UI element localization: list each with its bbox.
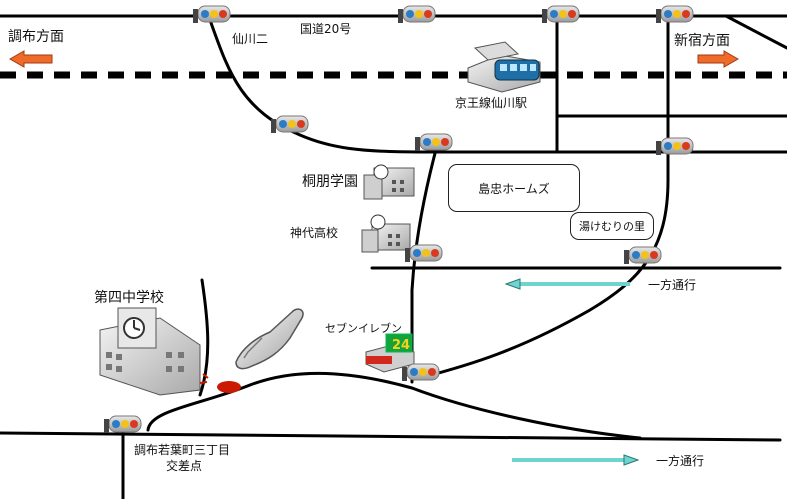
signal-icon xyxy=(397,5,436,24)
arrow-right-shinjuku-icon xyxy=(697,50,740,68)
seven-eleven-badge: 24 xyxy=(392,338,410,353)
oneway-arrow-top-icon xyxy=(504,278,630,290)
signal-icon xyxy=(401,363,440,382)
destination-sparkle-icon xyxy=(199,373,209,384)
road-central-vertical xyxy=(410,140,440,384)
road-ne-diagonal xyxy=(724,14,787,50)
seven-eleven-store-icon xyxy=(365,333,415,373)
label-shimachu-homes: 島忠ホームズ xyxy=(478,181,550,196)
signal-icon xyxy=(655,5,694,24)
road-bottom-main xyxy=(0,431,782,442)
signal-icon xyxy=(541,5,580,24)
label-to-shinjuku: 新宿方面 xyxy=(674,33,730,49)
road-sengawa2-curve xyxy=(208,18,422,154)
signal-icon xyxy=(623,246,662,265)
label-toho-gakuen: 桐朋学園 xyxy=(302,174,358,190)
label-route20: 国道20号 xyxy=(300,22,352,36)
label-intersection-line1: 調布若葉町三丁目 xyxy=(134,443,231,457)
yukemuri-box: 湯けむりの里 xyxy=(570,212,654,240)
road-school-vertical xyxy=(198,278,210,397)
label-keio-station: 京王線仙川駅 xyxy=(455,96,528,110)
label-to-chofu: 調布方面 xyxy=(8,29,64,45)
pointing-hand-icon xyxy=(235,308,304,370)
label-jindai-high: 神代高校 xyxy=(290,226,339,240)
signal-icon xyxy=(103,415,142,434)
signal-icon xyxy=(404,244,443,263)
roads xyxy=(0,14,787,499)
keio-station-icon xyxy=(467,41,541,93)
signal-icon xyxy=(270,115,309,134)
label-seven-eleven: セブンイレブン xyxy=(325,322,402,335)
label-oneway-bottom: 一方通行 xyxy=(656,454,705,468)
road-school-curve xyxy=(146,371,642,440)
road-east-curve xyxy=(418,14,670,380)
label-oneway-top: 一方通行 xyxy=(648,278,697,292)
destination-marker xyxy=(217,381,241,393)
label-yukemuri: 湯けむりの里 xyxy=(579,220,645,233)
shimachu-homes-box: 島忠ホームズ xyxy=(448,164,580,212)
label-sengawa2: 仙川二 xyxy=(232,32,269,46)
label-intersection-line2: 交差点 xyxy=(166,459,203,473)
oneway-arrow-bottom-icon xyxy=(512,454,640,466)
signal-icon xyxy=(414,133,453,152)
daiyon-jhs-building-icon xyxy=(99,307,201,396)
toho-gakuen-building-icon xyxy=(363,164,415,200)
signal-icon xyxy=(192,5,231,24)
label-daiyon-jhs: 第四中学校 xyxy=(94,290,164,306)
jindai-high-building-icon xyxy=(361,214,411,253)
arrow-left-chofu-icon xyxy=(8,50,53,68)
